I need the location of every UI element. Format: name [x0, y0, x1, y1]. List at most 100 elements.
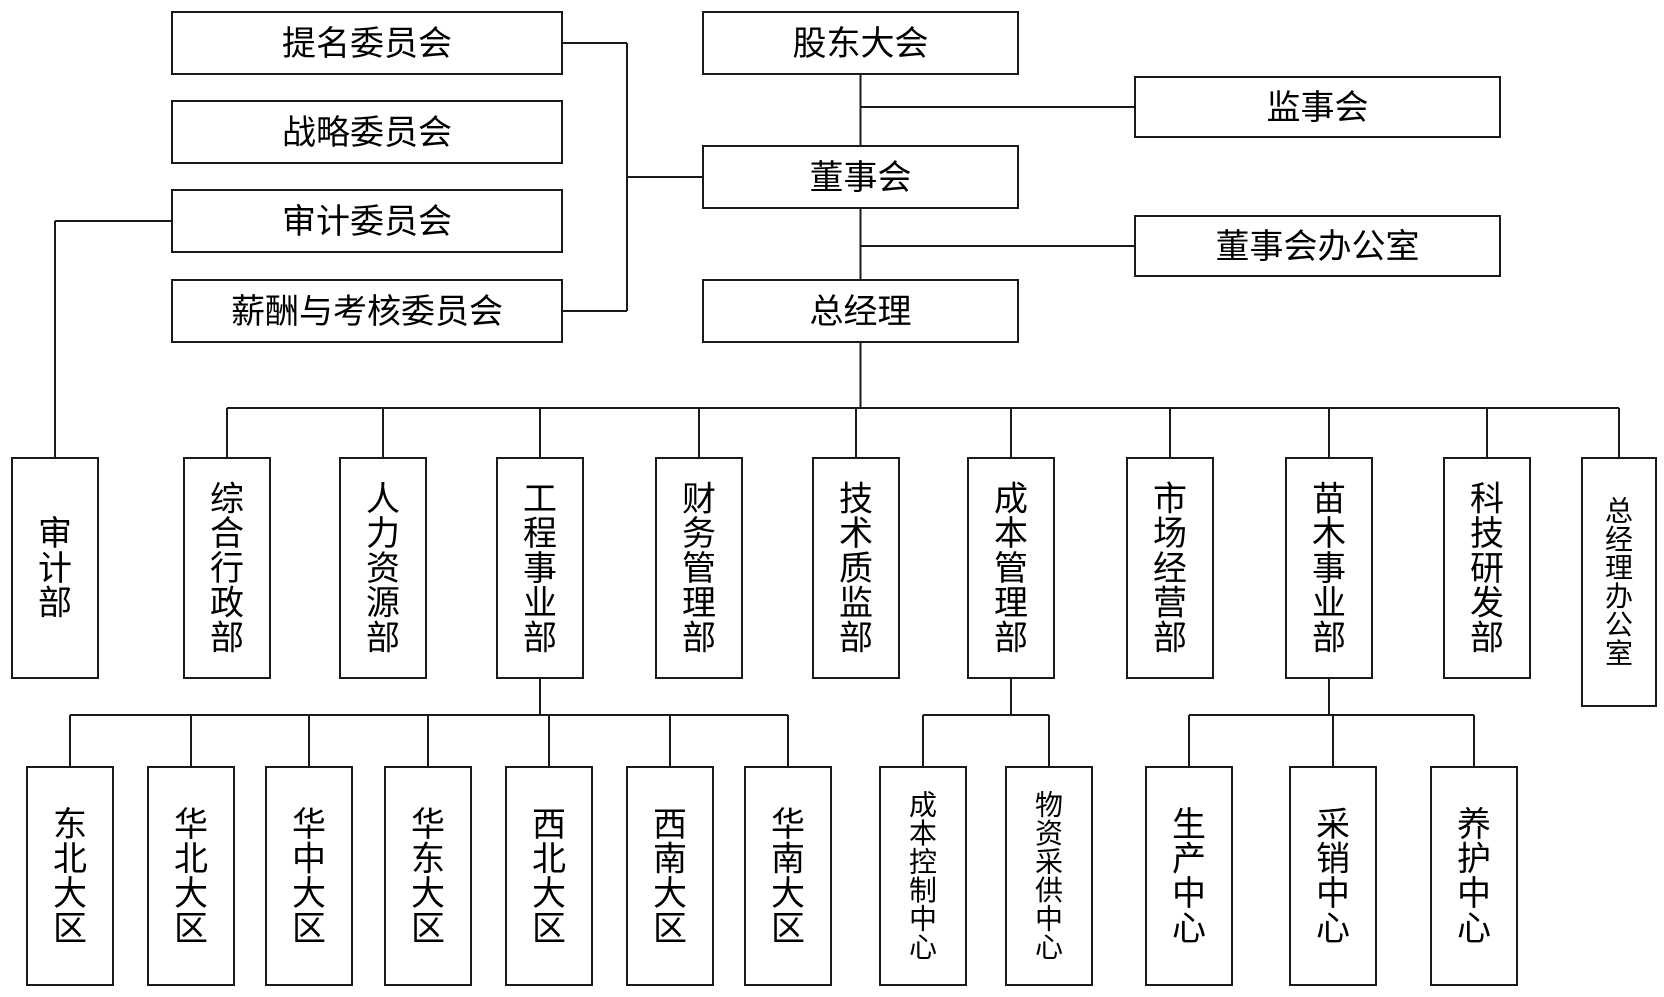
- node-label-char: 东: [411, 840, 445, 880]
- node-label: 苗木事业部: [1312, 480, 1346, 659]
- node-cost-dept: 成本管理部: [967, 457, 1055, 679]
- node-label: 华东大区: [411, 805, 445, 949]
- node-box: [505, 766, 593, 986]
- node-label-char: 理: [994, 584, 1028, 624]
- node-label-char: 部: [682, 618, 716, 658]
- node-label: 工程事业部: [523, 480, 557, 659]
- node-label-char: 区: [653, 909, 687, 949]
- node-label-char: 部: [38, 584, 72, 624]
- node-label-char: 合: [210, 514, 244, 554]
- node-label-char: 室: [1605, 637, 1633, 670]
- node-box: [1443, 457, 1531, 679]
- node-label-char: 采: [1035, 846, 1063, 879]
- node-box: [1134, 215, 1501, 277]
- node-label-char: 区: [771, 909, 805, 949]
- node-label: 总经理办公室: [1605, 494, 1633, 670]
- node-box: [812, 457, 900, 679]
- node-label: 董事会办公室: [1216, 227, 1420, 267]
- node-label-char: 中: [292, 840, 326, 880]
- node-label-char: 中: [909, 903, 937, 936]
- node-region-northwest: 西北大区: [505, 766, 593, 986]
- node-label-char: 大: [174, 874, 208, 914]
- node-label: 物资采供中心: [1035, 788, 1063, 964]
- node-box: [1430, 766, 1518, 986]
- node-label-char: 技: [1470, 514, 1504, 554]
- node-label: 提名委员会: [282, 24, 452, 64]
- node-quality-dept: 技术质监部: [812, 457, 900, 679]
- node-label-char: 控: [909, 846, 937, 879]
- node-label-char: 西: [653, 805, 687, 845]
- node-label-char: 心: [1457, 909, 1491, 949]
- node-gm-office: 总经理办公室: [1581, 457, 1657, 707]
- node-label-char: 公: [1605, 609, 1633, 642]
- node-label-char: 成: [994, 480, 1028, 520]
- node-label-char: 管: [994, 549, 1028, 589]
- node-label-char: 行: [210, 549, 244, 589]
- node-market-dept: 市场经营部: [1126, 457, 1214, 679]
- node-label: 董事会: [810, 158, 912, 198]
- node-label: 薪酬与考核委员会: [231, 292, 503, 332]
- node-nursery-dept: 苗木事业部: [1285, 457, 1373, 679]
- node-box: [384, 766, 472, 986]
- node-box: [1134, 76, 1501, 138]
- node-label-char: 大: [411, 874, 445, 914]
- node-label-char: 本: [909, 817, 937, 850]
- node-label: 财务管理部: [682, 480, 716, 659]
- node-label-char: 北: [53, 840, 87, 880]
- node-region-southwest: 西南大区: [626, 766, 714, 986]
- node-material-supply-center: 物资采供中心: [1005, 766, 1093, 986]
- node-label-char: 研: [1470, 549, 1504, 589]
- node-label-char: 部: [839, 618, 873, 658]
- node-label-char: 中: [1316, 874, 1350, 914]
- node-box: [1005, 766, 1093, 986]
- node-region-north: 华北大区: [147, 766, 235, 986]
- node-label-char: 经: [1153, 549, 1187, 589]
- node-label-char: 物: [1035, 788, 1063, 821]
- node-region-central: 华中大区: [265, 766, 353, 986]
- node-label-char: 大: [771, 874, 805, 914]
- node-supervisory-board: 监事会: [1134, 76, 1501, 138]
- node-label-char: 经: [1605, 523, 1633, 556]
- node-box: [1145, 766, 1233, 986]
- node-label: 西南大区: [653, 805, 687, 949]
- node-shareholders: 股东大会: [702, 11, 1019, 75]
- node-label-char: 计: [38, 549, 72, 589]
- node-box: [702, 279, 1019, 343]
- node-label: 养护中心: [1457, 805, 1491, 949]
- node-label-char: 产: [1172, 840, 1206, 880]
- node-box: [147, 766, 235, 986]
- node-label-char: 总: [1605, 494, 1633, 527]
- node-label: 华中大区: [292, 805, 326, 949]
- node-box: [1285, 457, 1373, 679]
- node-production-center: 生产中心: [1145, 766, 1233, 986]
- node-box: [11, 457, 99, 679]
- node-label-char: 业: [523, 584, 557, 624]
- node-label-char: 程: [523, 514, 557, 554]
- node-label-char: 综: [210, 480, 244, 520]
- node-label-char: 华: [411, 805, 445, 845]
- node-label-char: 质: [839, 549, 873, 589]
- node-label-char: 养: [1457, 805, 1491, 845]
- node-label-char: 理: [682, 584, 716, 624]
- node-box: [496, 457, 584, 679]
- node-label-char: 部: [1312, 618, 1346, 658]
- node-region-northeast: 东北大区: [26, 766, 114, 986]
- node-box: [879, 766, 967, 986]
- node-label-char: 西: [532, 805, 566, 845]
- node-label-char: 心: [1035, 931, 1063, 964]
- node-label-char: 大: [292, 874, 326, 914]
- node-box: [339, 457, 427, 679]
- node-label-char: 部: [366, 618, 400, 658]
- node-label-char: 区: [174, 909, 208, 949]
- node-label-char: 区: [411, 909, 445, 949]
- node-box: [744, 766, 832, 986]
- node-admin-dept: 综合行政部: [183, 457, 271, 679]
- node-general-manager: 总经理: [702, 279, 1019, 343]
- node-box: [702, 11, 1019, 75]
- node-label-char: 术: [839, 514, 873, 554]
- node-box: [626, 766, 714, 986]
- node-label-char: 部: [1153, 618, 1187, 658]
- node-label: 战略委员会: [282, 113, 452, 153]
- node-label: 股东大会: [793, 24, 929, 64]
- node-label-char: 业: [1312, 584, 1346, 624]
